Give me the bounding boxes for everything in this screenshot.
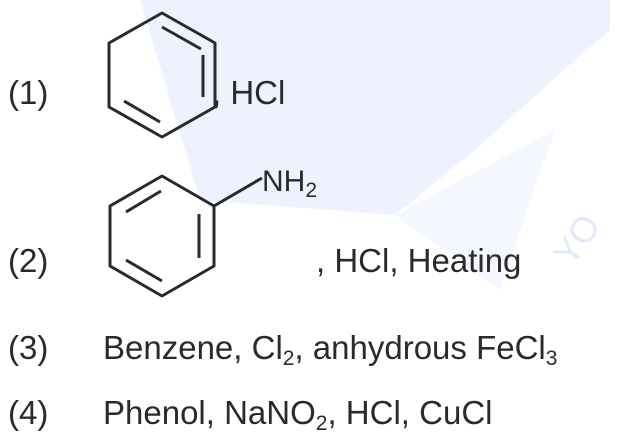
option-1-label: (1) [8, 74, 49, 111]
option-3-label: (3) [8, 329, 49, 366]
option-4-text: Phenol, NaNO2, HCl, CuCl [103, 394, 493, 435]
option-1-reagents: , HCl [212, 74, 286, 111]
benzene-ring-icon [107, 11, 217, 139]
amine-group-label: NH2 [262, 165, 318, 202]
option-3-text: Benzene, Cl2, anhydrous FeCl3 [103, 329, 558, 370]
svg-text:YO: YO [545, 206, 608, 272]
option-2-reagents: , HCl, Heating [316, 242, 522, 279]
aniline-ring-icon [108, 174, 263, 298]
option-2-label: (2) [8, 242, 49, 279]
option-4-label: (4) [8, 394, 49, 431]
